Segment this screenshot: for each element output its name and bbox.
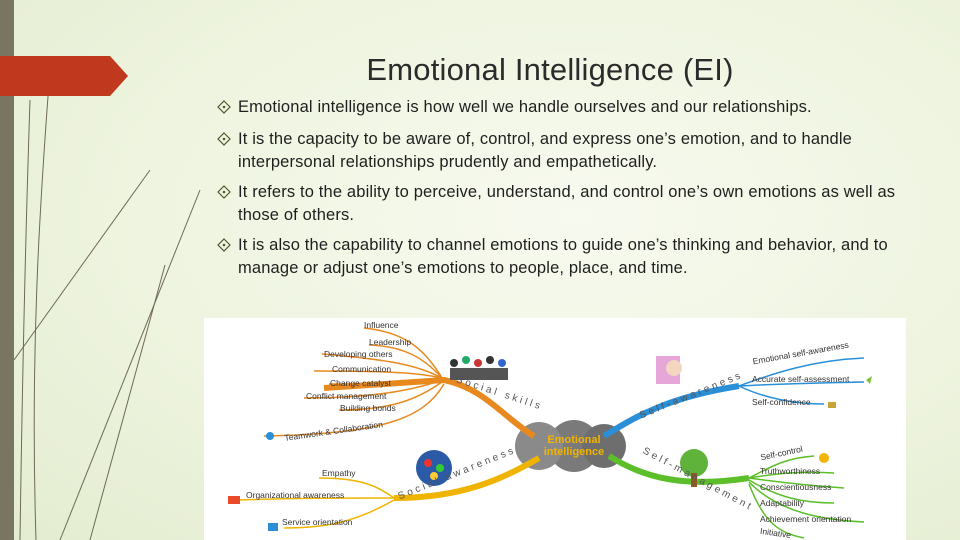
diamond-bullet-icon xyxy=(217,185,231,199)
team-icon xyxy=(266,432,274,440)
social-awareness-branch xyxy=(393,455,541,501)
bullet-text: It is also the capability to channel emo… xyxy=(238,236,888,277)
mm-item-developing-others: Developing others xyxy=(324,349,393,359)
check-icon xyxy=(866,376,872,384)
mindmap-branches xyxy=(228,327,872,539)
bullet-item: Emotional intelligence is how well we ha… xyxy=(216,96,916,119)
decorative-lines xyxy=(13,69,201,540)
mm-item-conflict-management: Conflict management xyxy=(306,391,387,401)
mm-item-truthworthiness: Truthworthiness xyxy=(760,466,821,476)
diamond-bullet-icon xyxy=(217,100,231,114)
mm-item-achievement-orientation: Achievement orientation xyxy=(760,514,852,524)
people-icon xyxy=(450,356,508,380)
mm-item-adaptability: Adaptability xyxy=(760,498,804,508)
diamond-bullet-icon xyxy=(217,132,231,146)
mm-item-accurate-self-assessment: Accurate self-assessment xyxy=(752,374,850,384)
social-skills-branch xyxy=(323,376,536,439)
title-accent-tab xyxy=(0,56,128,96)
bullet-text: Emotional intelligence is how well we ha… xyxy=(238,98,812,116)
tree-icon xyxy=(680,449,708,487)
self-management-branch xyxy=(607,453,750,485)
mm-item-self-confidence: Self-confidence xyxy=(752,397,811,407)
person-photo-icon xyxy=(656,356,682,384)
center-label-2: intelligence xyxy=(543,446,605,458)
left-sidebar-bar xyxy=(0,0,14,540)
bars-icon xyxy=(828,402,836,408)
mm-item-empathy: Empathy xyxy=(322,468,356,478)
mm-item-building-bonds: Building bonds xyxy=(340,403,396,413)
mm-item-communication: Communication xyxy=(332,364,392,374)
bullet-text: It refers to the ability to perceive, un… xyxy=(238,183,896,224)
bullet-item: It is also the capability to channel emo… xyxy=(216,234,916,280)
bullet-text: It is the capacity to be aware of, contr… xyxy=(238,130,852,171)
mm-item-change-catalyst: Change catalyst xyxy=(330,378,391,388)
globe-people-icon xyxy=(416,450,452,486)
service-icon xyxy=(268,523,278,531)
slide-title: Emotional Intelligence (EI) xyxy=(366,52,734,87)
mindmap-image: Emotional intelligence Social skills Sel… xyxy=(204,318,906,540)
mindmap-center-node: Emotional intelligence xyxy=(530,425,618,467)
mm-item-leadership: Leadership xyxy=(369,337,412,347)
diamond-bullet-icon xyxy=(217,238,231,252)
mm-item-conscientiousness: Conscientiousness xyxy=(760,482,832,492)
bullet-list: Emotional intelligence is how well we ha… xyxy=(216,96,916,280)
org-icon xyxy=(228,496,240,504)
smiley-icon xyxy=(819,453,829,463)
center-label-1: Emotional xyxy=(547,434,601,446)
mm-item-organizational-awareness: Organizational awareness xyxy=(246,490,345,500)
mm-item-service-orientation: Service orientation xyxy=(282,517,353,527)
mm-item-influence: Influence xyxy=(364,320,399,330)
bullet-item: It is the capacity to be aware of, contr… xyxy=(216,128,916,174)
self-awareness-branch xyxy=(602,383,740,439)
bullet-item: It refers to the ability to perceive, un… xyxy=(216,181,916,227)
